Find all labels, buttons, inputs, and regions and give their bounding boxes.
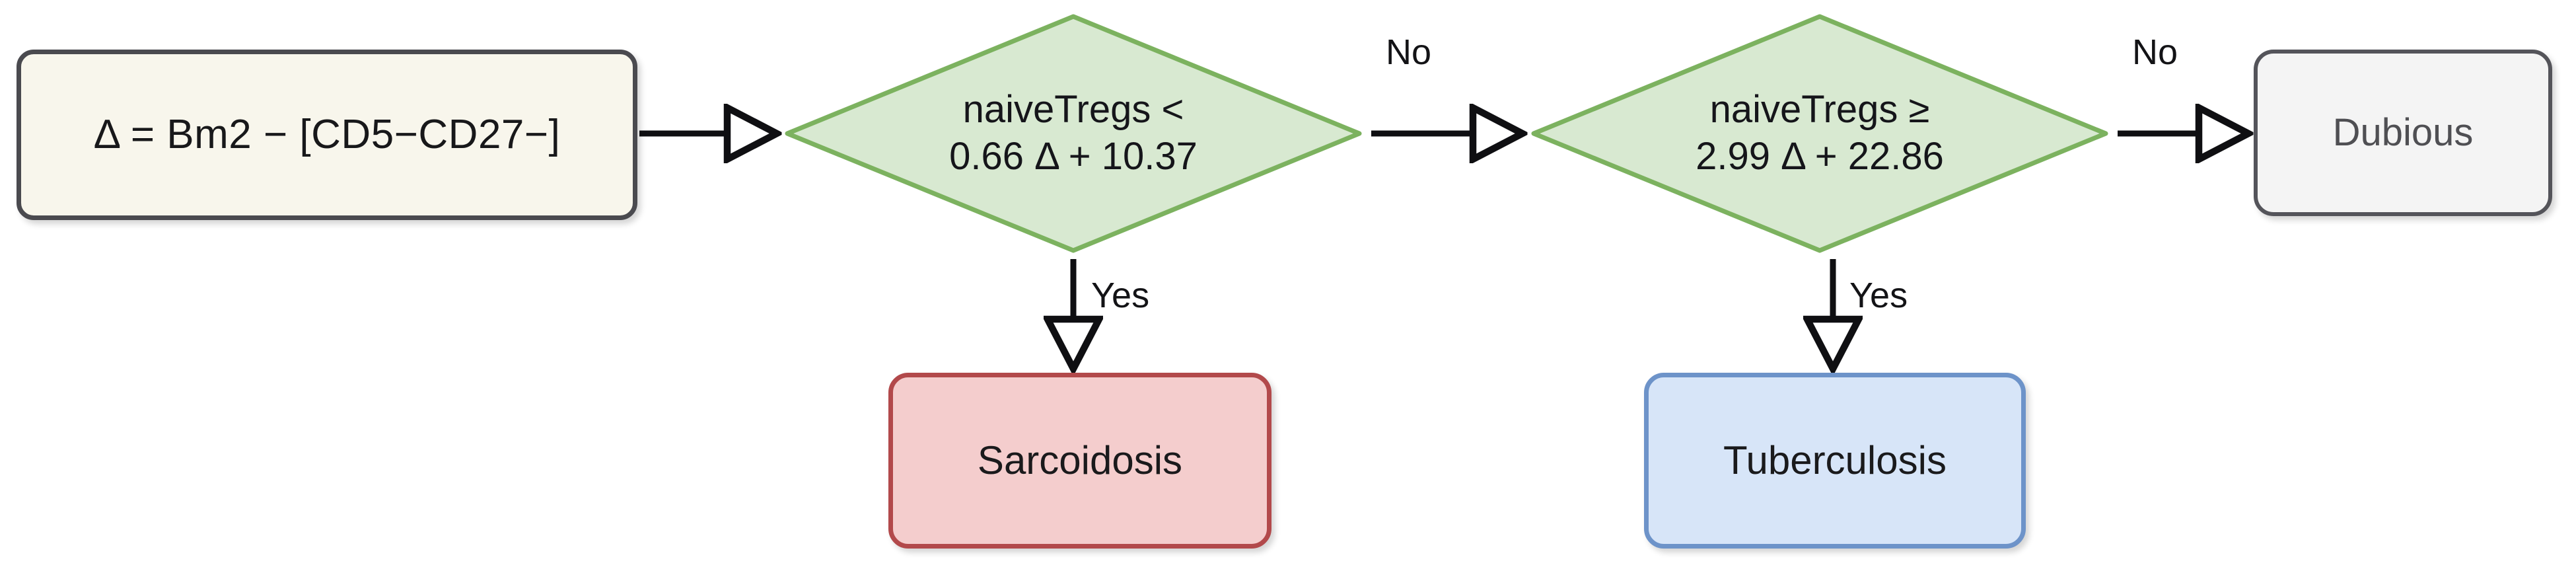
- node-outcome-sarcoidosis[interactable]: Sarcoidosis: [888, 373, 1271, 549]
- node-outcome-dubious[interactable]: Dubious: [2254, 50, 2552, 216]
- edge-label-no-dubious: No: [2132, 32, 2178, 72]
- node-outcome-tuberculosis-label: Tuberculosis: [1723, 438, 1947, 483]
- node-root-formula[interactable]: Δ = Bm2 − [CD5−CD27−]: [17, 50, 637, 220]
- diamond-shape-2: [1528, 11, 2112, 256]
- node-root-formula-label: Δ = Bm2 − [CD5−CD27−]: [93, 112, 561, 158]
- node-outcome-tuberculosis[interactable]: Tuberculosis: [1644, 373, 2026, 549]
- edge-label-no-decision1: No: [1386, 32, 1432, 72]
- edge-label-yes-sarcoidosis: Yes: [1091, 276, 1150, 315]
- diamond-shape-1: [781, 11, 1365, 256]
- node-outcome-sarcoidosis-label: Sarcoidosis: [977, 438, 1183, 483]
- node-decision-naivetregs-gte[interactable]: naiveTregs ≥ 2.99 Δ + 22.86: [1528, 11, 2112, 256]
- node-outcome-dubious-label: Dubious: [2332, 110, 2474, 154]
- edge-label-yes-tuberculosis: Yes: [1849, 276, 1908, 315]
- node-decision-naivetregs-lt[interactable]: naiveTregs < 0.66 Δ + 10.37: [781, 11, 1365, 256]
